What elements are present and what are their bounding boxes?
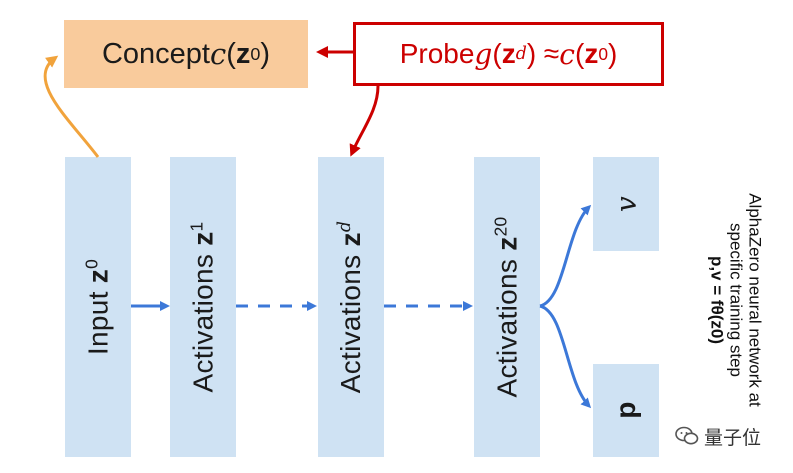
value-output-box [593, 157, 659, 251]
probe-var2: z [584, 38, 599, 69]
wechat-icon [675, 426, 699, 445]
layer-activations-20-box [474, 157, 540, 457]
probe-open2: ( [574, 38, 585, 69]
concept-sup: 0 [250, 43, 261, 64]
probe-to-activations-arrow [349, 85, 380, 157]
probe-g: g [474, 37, 493, 71]
watermark: 量子位 [675, 424, 762, 449]
caption-line-2: specific training step [726, 222, 746, 378]
layer-input-box [65, 157, 131, 457]
caption-line-1: AlphaZero neural network at [745, 193, 765, 407]
layer-activations-1-box [170, 157, 236, 457]
probe-close: ) [607, 38, 618, 69]
concept-var: z [235, 37, 251, 70]
layer-activations-d-box [318, 157, 384, 457]
probe-sup1: d [515, 44, 527, 64]
probe-var1: z [501, 38, 516, 69]
probe-open1: ( [492, 38, 502, 69]
concept-open-paren: ( [226, 37, 236, 70]
concept-close-paren: ) [260, 37, 271, 70]
probe-sup2: 0 [598, 43, 608, 64]
concept-func: c [209, 37, 227, 71]
input-to-concept-arrow [43, 55, 100, 158]
probe-prefix: Probe [399, 38, 475, 69]
probe-mid: ) ≈ [526, 38, 560, 69]
caption-line-3: p,v = fθ(z0) [707, 255, 727, 345]
concept-prefix: Concept [101, 37, 210, 70]
act20-to-policy-arrow [539, 304, 592, 409]
policy-output-box [593, 364, 659, 457]
network-caption: AlphaZero neural network at specific tra… [708, 193, 765, 407]
probe-c: c [559, 37, 575, 71]
act20-to-value-arrow [539, 204, 592, 308]
watermark-text: 量子位 [704, 427, 762, 449]
